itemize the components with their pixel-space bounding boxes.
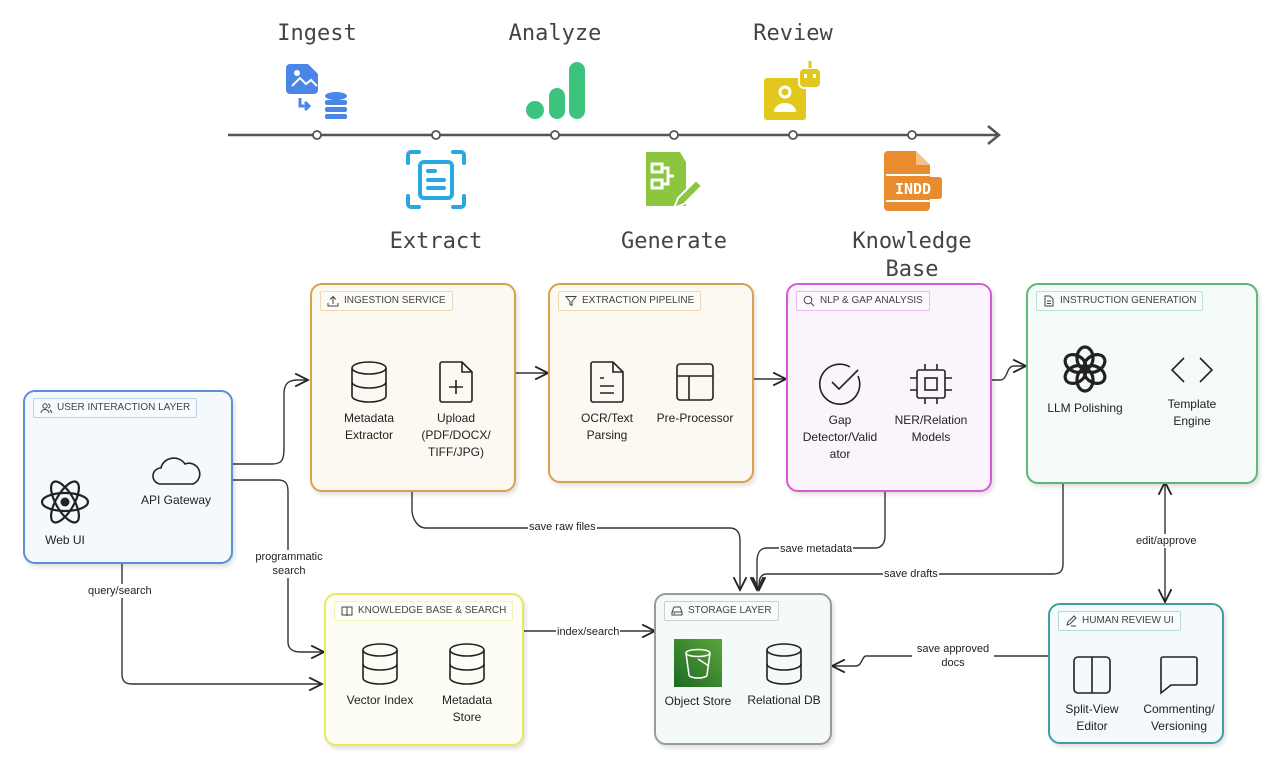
s3-bucket-icon [674,639,722,687]
layout-icon [676,363,714,401]
group-knowledge-base-search: KNOWLEDGE BASE & SEARCH [324,593,524,746]
file-text-icon [590,361,624,403]
group-ingestion-service: INGESTION SERVICE [310,283,516,492]
database-icon [766,643,802,685]
database-icon [449,643,485,685]
group-tag: INSTRUCTION GENERATION [1036,291,1204,311]
node-web-ui[interactable]: Web UI [30,478,100,549]
check-circle-icon [819,363,861,405]
stage-label-knowledge-base: Knowledge Base [852,229,972,282]
group-human-review-ui: HUMAN REVIEW UI [1048,603,1224,744]
stage-label-analyze: Analyze [508,21,602,46]
edge-label-save-approved-docs: save approved docs [912,642,994,670]
edge-label-save-metadata: save metadata [779,542,854,556]
timeline-axis [228,125,1001,145]
group-tag: STORAGE LAYER [664,601,779,621]
edge-label-edit-approve: edit/approve [1135,534,1198,548]
node-relational-db[interactable]: Relational DB [743,642,825,709]
file-plus-icon [439,361,473,403]
filter-icon [565,296,577,307]
svg-text:INDD: INDD [895,180,931,198]
node-split-view-editor[interactable]: Split-View Editor [1055,655,1129,735]
node-ner-relation-models[interactable]: NER/Relation Models [889,362,973,446]
edge-label-query-search: query/search [87,584,153,598]
file-image-to-database-icon [286,64,347,119]
document-flowchart-edit-icon [646,152,704,210]
edge-label-programmatic-search: programmatic search [250,550,328,578]
stage-label-extract: Extract [389,229,483,254]
signal-bars-icon [526,62,585,119]
group-user-interaction-layer: USER INTERACTION LAYER [23,390,233,564]
search-icon [803,295,815,307]
group-tag: INGESTION SERVICE [320,291,453,311]
edge-label-index-search: index/search [556,625,621,639]
timeline-dot [907,130,917,140]
timeline-dot [788,130,798,140]
stage-label-ingest: Ingest [277,21,357,46]
openai-logo-icon [1063,345,1107,393]
node-metadata-store[interactable]: Metadata Store [430,642,504,726]
pencil-icon [1066,615,1077,627]
document-scan-icon [406,150,466,209]
react-atom-icon [40,480,90,524]
user-robot-icon [764,61,822,120]
edge-gateway-ingestion [200,380,308,465]
edge-nlp-instruction [990,366,1026,381]
group-tag: EXTRACTION PIPELINE [558,291,702,311]
node-llm-polishing[interactable]: LLM Polishing [1040,344,1130,417]
group-extraction-pipeline: EXTRACTION PIPELINE [548,283,754,483]
stage-label-review: Review [753,21,833,46]
users-icon [40,403,52,414]
edge-save-raw-files [411,490,740,590]
upload-icon [327,295,339,307]
node-vector-index[interactable]: Vector Index [340,642,420,709]
node-ocr-text-parsing[interactable]: OCR/Text Parsing [570,360,644,444]
timeline-dot [669,130,679,140]
group-tag: HUMAN REVIEW UI [1058,611,1181,631]
node-pre-processor[interactable]: Pre-Processor [655,360,735,427]
node-metadata-extractor[interactable]: Metadata Extractor [330,360,408,444]
database-icon [351,361,387,403]
node-api-gateway[interactable]: API Gateway [135,454,217,509]
node-gap-detector[interactable]: Gap Detector/Valid ator [800,362,880,463]
indd-file-icon: INDD [884,151,942,211]
timeline-dot [431,130,441,140]
edge-save-approved-docs [832,655,1048,666]
group-instruction-generation: INSTRUCTION GENERATION [1026,283,1258,484]
cpu-chip-icon [910,364,952,404]
hard-drive-icon [671,606,683,616]
node-template-engine[interactable]: Template Engine [1155,350,1229,430]
group-nlp-gap-analysis: NLP & GAP ANALYSIS [786,283,992,492]
message-square-icon [1160,656,1198,695]
node-object-store[interactable]: Object Store [660,639,736,710]
group-tag: NLP & GAP ANALYSIS [796,291,930,311]
stage-label-generate: Generate [621,229,727,254]
timeline-dot [312,130,322,140]
timeline-dot [550,130,560,140]
edge-label-save-raw-files: save raw files [528,520,597,534]
group-tag: USER INTERACTION LAYER [33,398,198,418]
cloud-icon [152,457,201,485]
edge-save-metadata [757,490,886,590]
split-columns-icon [1073,656,1111,694]
book-open-icon [341,606,353,617]
code-brackets-icon [1170,357,1214,383]
database-icon [362,643,398,685]
timeline-arrowhead [987,125,1001,145]
node-upload[interactable]: Upload (PDF/DOCX/ TIFF/JPG) [416,360,496,461]
node-commenting-versioning[interactable]: Commenting/ Versioning [1139,655,1219,735]
edge-label-save-drafts: save drafts [883,567,939,581]
group-tag: KNOWLEDGE BASE & SEARCH [334,601,514,621]
document-icon [1044,295,1054,307]
